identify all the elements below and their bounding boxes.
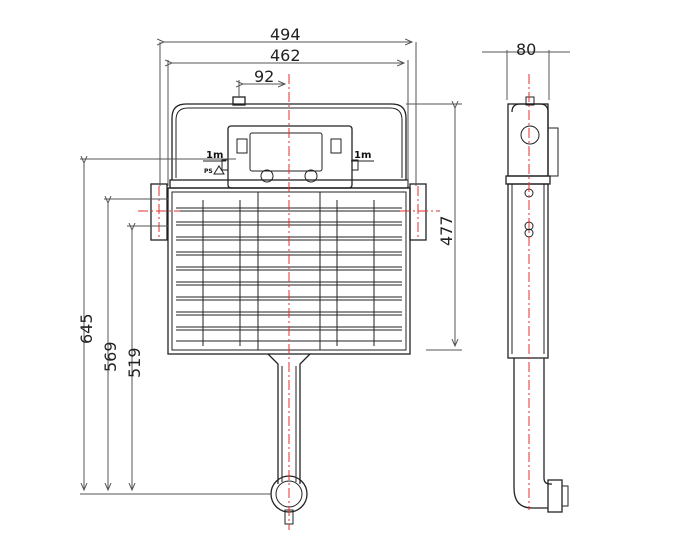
actuator-window [249,132,323,172]
cistern-top-housing [171,103,407,180]
dim-height-645: 645 [77,313,96,344]
left-bracket [150,183,168,241]
side-view [505,74,569,513]
side-top-housing [511,103,549,176]
side-upper-body [507,103,549,177]
flush-pipe [267,353,311,484]
dim-height-frame: 477 [437,215,456,246]
right-1m-label: 1m [354,150,371,161]
tank-ribs [202,192,375,350]
dim-width-overall: 494 [270,25,301,44]
dim-inlet-offset: 92 [254,67,274,86]
side-tank-body [507,183,549,359]
dimensions: 494 462 92 80 477 645 569 519 [77,25,570,495]
dim-height-519: 519 [125,347,144,378]
ps-mark: PS [204,168,213,175]
dim-width-inner: 462 [270,46,301,65]
recycle-triangle-icon [213,165,225,175]
side-flush-pipe [513,358,552,509]
side-outlet [547,479,563,513]
dim-depth: 80 [516,40,536,59]
dim-height-569: 569 [101,341,120,372]
actuator-frame [227,125,353,189]
front-view: 1m PS 1m [138,74,440,530]
left-1m-label: 1m [206,150,223,161]
